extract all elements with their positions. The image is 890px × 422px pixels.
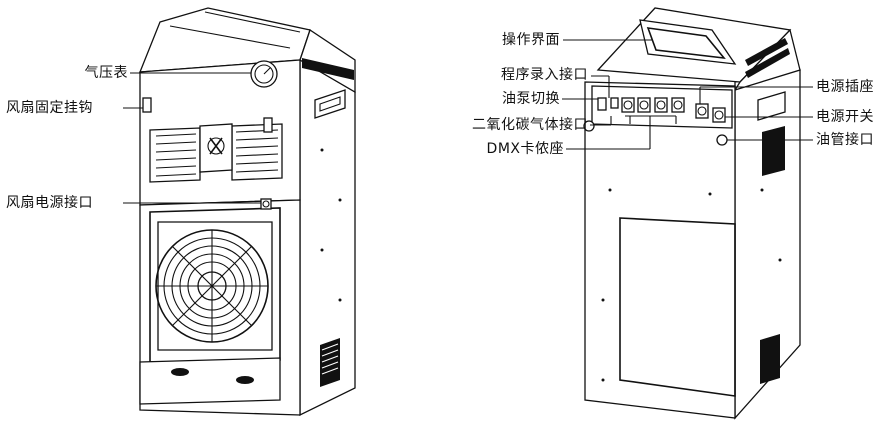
label-co2-port: 二氧化碳气体接口 — [472, 117, 588, 133]
label-pressure-gauge: 气压表 — [84, 65, 128, 81]
label-pump-switch: 油泵切换 — [502, 91, 560, 107]
label-fan-hook: 风扇固定挂钩 — [6, 100, 93, 116]
label-fan-power-port: 风扇电源接口 — [6, 195, 93, 211]
leader-lines — [123, 39, 813, 204]
label-power-switch: 电源开关 — [816, 109, 874, 125]
label-oil-pipe: 油管接口 — [816, 132, 874, 148]
left-machine — [139, 7, 356, 417]
label-dmx: DMX卡侬座 — [486, 141, 564, 157]
label-interface: 操作界面 — [502, 32, 560, 48]
label-program-port: 程序录入接口 — [501, 67, 588, 83]
right-machine — [583, 7, 801, 420]
label-power-socket: 电源插座 — [816, 79, 874, 95]
